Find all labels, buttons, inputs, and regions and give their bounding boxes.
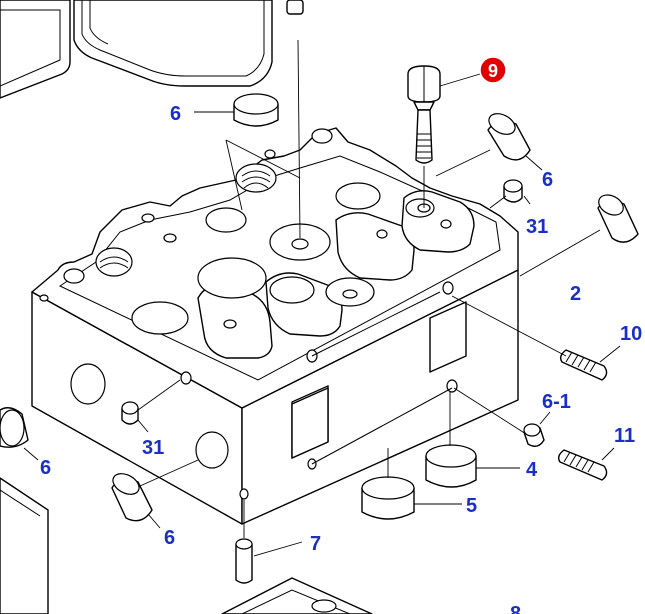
callout-6-lower-left: 6 xyxy=(40,457,51,479)
plug-6-lower-left xyxy=(0,407,39,461)
badge-circle xyxy=(479,56,507,84)
plug-6-upper-right xyxy=(435,113,543,177)
callout-31-left: 31 xyxy=(142,437,164,459)
bolt-leader-line xyxy=(297,39,301,239)
callout-9: 9 xyxy=(488,61,498,81)
plug-6-1 xyxy=(453,387,551,447)
callout-6-upper-left: 6 xyxy=(170,103,181,125)
callout-6-bottom: 6 xyxy=(164,527,175,549)
callout-31-right: 31 xyxy=(526,216,548,238)
callout-5: 5 xyxy=(466,495,477,517)
lower-left-block xyxy=(0,477,49,614)
callout-11: 11 xyxy=(614,425,635,447)
plug-6-upper-left xyxy=(194,93,301,211)
plug-31-right xyxy=(489,179,531,209)
cylinder-head xyxy=(31,127,519,525)
valve-cover xyxy=(73,0,304,87)
callout-7: 7 xyxy=(310,533,321,555)
plug-6-far-right xyxy=(519,194,639,277)
callout-6-upper-right: 6 xyxy=(542,169,553,191)
head-gasket xyxy=(221,577,373,614)
callout-10: 10 xyxy=(620,323,642,345)
plug-6-bottom xyxy=(111,459,199,529)
highlight-badge-9: 9 xyxy=(479,56,507,84)
callout-4: 4 xyxy=(526,459,538,481)
valve-cover-gasket xyxy=(0,0,71,99)
stud-10 xyxy=(451,295,621,381)
plug-5 xyxy=(361,448,462,520)
callout-8-partial: 8 xyxy=(510,603,521,614)
callout-2: 2 xyxy=(570,283,581,305)
stud-11 xyxy=(557,447,615,481)
bolt-9 xyxy=(407,65,481,208)
plug-31-left xyxy=(121,379,181,433)
callout-6-1: 6-1 xyxy=(542,391,571,413)
plug-4 xyxy=(425,392,520,488)
dowel-pin-7 xyxy=(235,500,303,584)
